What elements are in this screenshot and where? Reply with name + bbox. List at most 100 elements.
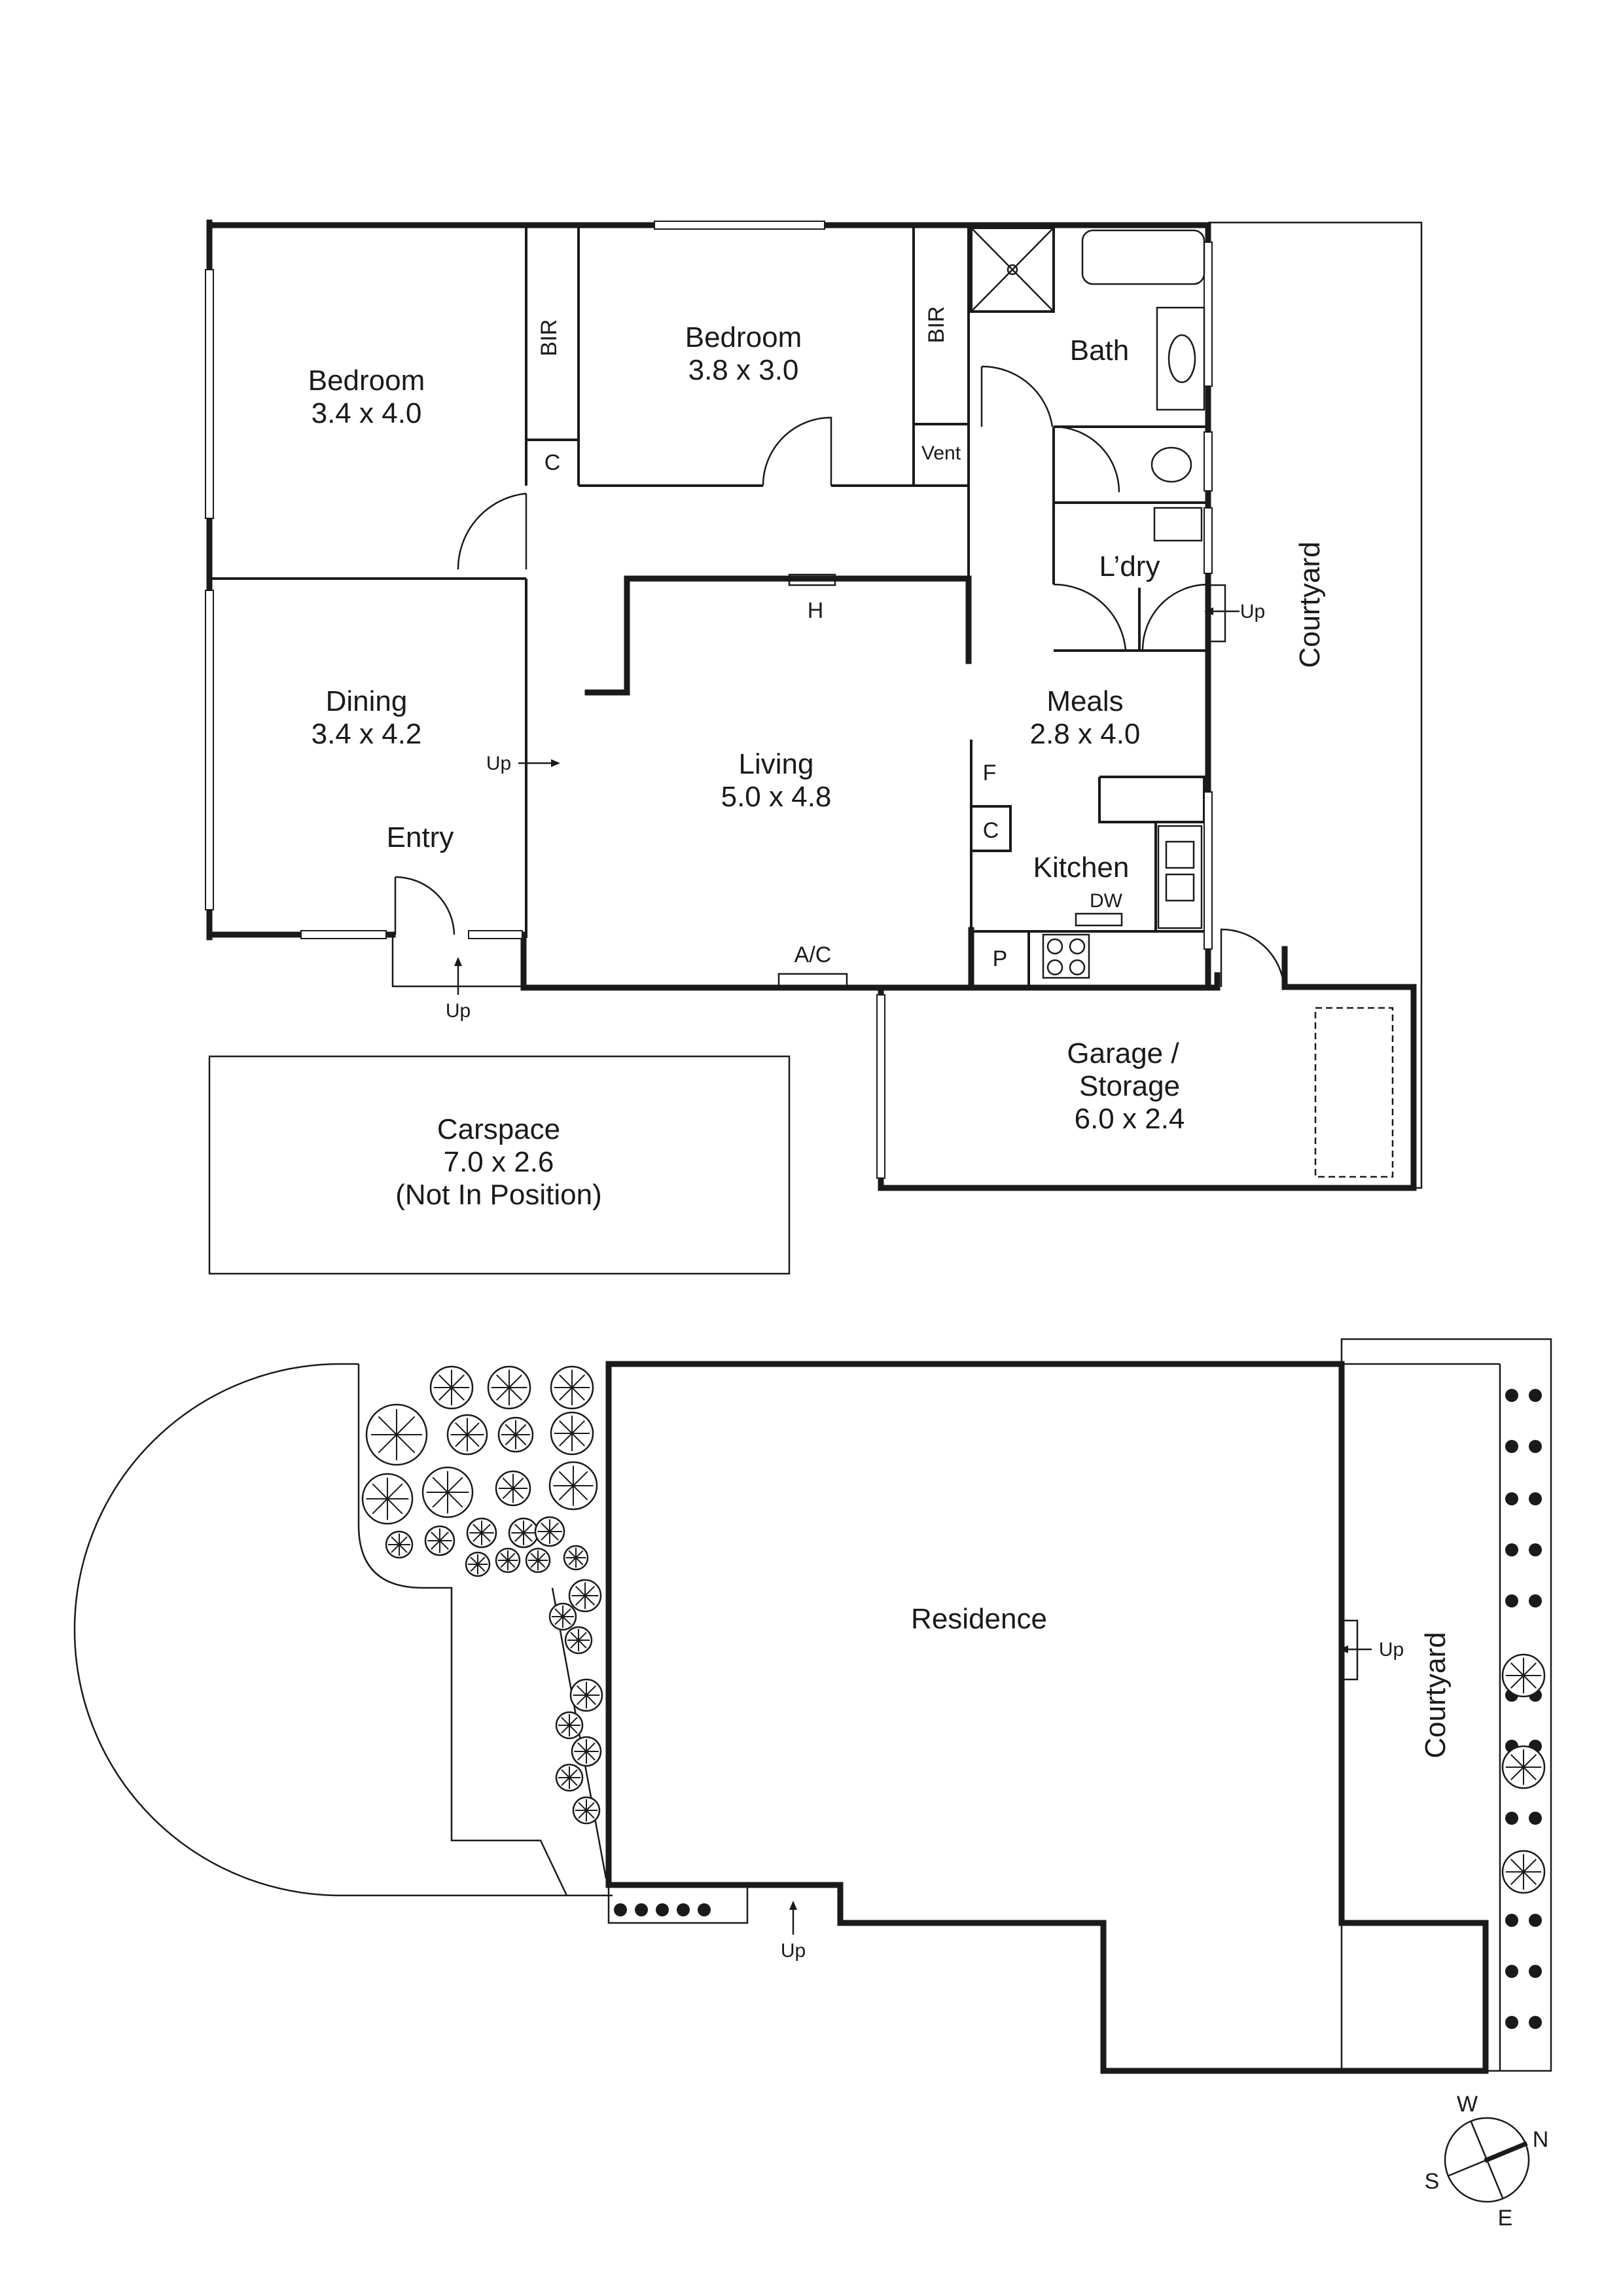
label-fridge: F: [983, 761, 997, 785]
door-bedroom1: [457, 492, 527, 570]
burner-2: [1069, 938, 1086, 955]
window-entry-bottom: [300, 930, 387, 939]
tree-symbol: [548, 1602, 577, 1631]
label-laundry: L’dry: [1099, 550, 1160, 583]
tree-symbol: [446, 1414, 488, 1456]
label-up-living: Up: [486, 753, 511, 774]
shrub-symbol: [1505, 1492, 1518, 1505]
shower: [970, 226, 1055, 313]
door-wc: [1053, 425, 1120, 493]
tree-symbol: [568, 1579, 602, 1613]
shrub-symbol: [1505, 2016, 1518, 2029]
sink-bowl-2: [1165, 873, 1195, 902]
label-courtyard-site: Courtyard: [1419, 1632, 1452, 1758]
shrub-symbol: [1505, 1914, 1518, 1927]
tree-symbol: [466, 1517, 497, 1549]
shrub-symbol: [1529, 1389, 1542, 1402]
outer-wall-top: [206, 222, 1211, 661]
shrub-symbol: [1505, 1543, 1518, 1556]
vanity: [1156, 306, 1205, 411]
tree-symbol: [424, 1525, 455, 1556]
label-dining: Dining: [326, 685, 408, 717]
entry-stub: [391, 935, 524, 988]
carspace-label: Carspace: [437, 1113, 560, 1145]
label-up-site-front: Up: [781, 1940, 806, 1962]
window-garage-left: [876, 994, 885, 1179]
tree-symbol: [564, 1626, 593, 1655]
compass-w: W: [1457, 2092, 1478, 2117]
garden-plants: [361, 1365, 1546, 2029]
site-plan: Residence Courtyard Up Up: [73, 1338, 1552, 2074]
label-bedroom1-size: 3.4 x 4.0: [312, 397, 422, 429]
tree-symbol: [563, 1545, 589, 1571]
tree-symbol: [429, 1365, 474, 1410]
living-wall: [584, 575, 972, 696]
label-garage: Garage /: [1067, 1037, 1179, 1069]
tree-symbol: [555, 1763, 584, 1792]
cooktop: [1042, 933, 1090, 979]
tree-symbol: [548, 1461, 598, 1511]
shrub-symbol: [1505, 1594, 1518, 1607]
front-step: [607, 1884, 749, 1924]
shrub-symbol: [1529, 2016, 1542, 2029]
outer-wall-entry: [520, 927, 974, 991]
door-ldry: [1053, 583, 1127, 651]
shrub-symbol: [1505, 1389, 1518, 1402]
label-dining-size: 3.4 x 4.2: [312, 718, 422, 750]
toilet: [1150, 446, 1192, 483]
up-arrow-laundry: [1204, 584, 1240, 643]
window-kitchen-right: [1204, 791, 1213, 950]
site-boundary-curve: [73, 1363, 613, 1897]
window-bedroom1-left: [205, 269, 214, 519]
tree-symbol: [1501, 1850, 1546, 1894]
shrub-symbol: [656, 1903, 669, 1916]
garden-bed-outline: [357, 1364, 568, 1896]
tree-symbol: [555, 1711, 584, 1740]
compass-needle: [1484, 2141, 1528, 2163]
garage-top-left: [968, 972, 1221, 991]
window-dining-left: [205, 590, 214, 910]
window-ldry-right: [1204, 507, 1213, 574]
window-bath-right: [1204, 242, 1213, 387]
label-up-entry: Up: [446, 1000, 471, 1022]
window-bedroom2-top: [654, 221, 825, 230]
label-residence: Residence: [911, 1603, 1047, 1635]
compass-s: S: [1425, 2169, 1440, 2194]
burner-1: [1046, 938, 1063, 955]
tree-symbol: [497, 1416, 534, 1453]
door-entry: [394, 876, 455, 935]
door-bath: [980, 365, 1054, 427]
label-living: Living: [739, 748, 814, 780]
shrub-symbol: [1529, 1543, 1542, 1556]
burner-4: [1069, 959, 1086, 976]
label-bedroom2-size: 3.8 x 3.0: [688, 354, 799, 386]
label-bath: Bath: [1070, 334, 1130, 367]
carspace-size: 7.0 x 2.6: [444, 1146, 554, 1178]
door-ldry-external: [1141, 583, 1209, 651]
bathtub: [1081, 229, 1205, 285]
shrub-symbol: [1529, 1594, 1542, 1607]
carspace: Carspace 7.0 x 2.6 (Not In Position): [208, 1055, 791, 1275]
dishwasher: [1075, 912, 1123, 927]
label-cupboard1: C: [544, 450, 561, 475]
compass-circle: [1444, 2117, 1530, 2203]
label-cupboard-kitchen: C: [983, 818, 999, 843]
shrub-symbol: [1505, 1812, 1518, 1825]
tree-symbol: [465, 1551, 491, 1577]
compass-e: E: [1498, 2206, 1513, 2231]
shrub-symbol: [1505, 1440, 1518, 1453]
shrub-symbol: [1529, 1492, 1542, 1505]
shrub-symbol: [614, 1903, 627, 1916]
shrub-symbol: [698, 1903, 711, 1916]
tree-symbol: [550, 1411, 594, 1456]
shrub-symbol: [1529, 1812, 1542, 1825]
shrub-symbol: [1529, 1914, 1542, 1927]
label-living-size: 5.0 x 4.8: [721, 781, 832, 813]
tree-symbol: [487, 1365, 531, 1410]
label-heater: H: [808, 598, 824, 623]
tree-symbol: [569, 1678, 603, 1712]
tree-symbol: [571, 1736, 602, 1767]
air-conditioner: [777, 973, 848, 987]
label-pantry: P: [993, 946, 1008, 971]
